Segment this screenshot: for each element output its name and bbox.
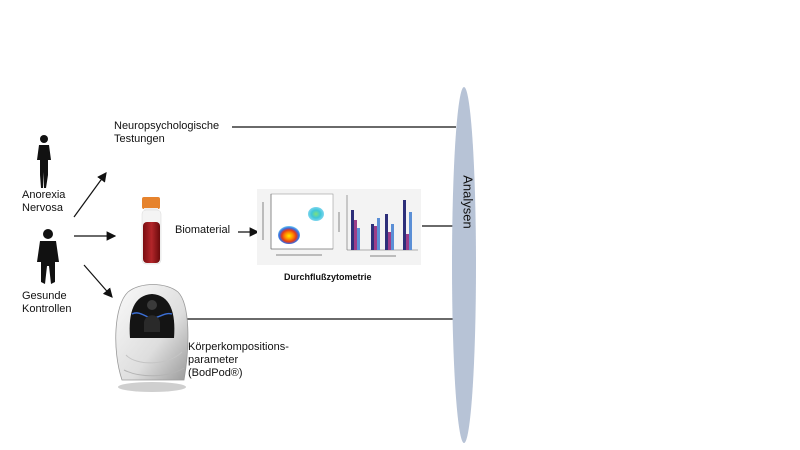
label-anorexia: Anorexia Nervosa: [22, 189, 65, 215]
label-neuro: Neuropsychologische Testungen: [114, 120, 219, 146]
label-bodpod-line2: parameter: [188, 354, 239, 366]
label-neuro-line2: Testungen: [114, 133, 165, 145]
arrow-to-bodpod: [83, 264, 113, 298]
label-flow-cytometry: Durchflußzytometrie: [284, 272, 372, 282]
flow-cytometry-plot-icon: [262, 193, 334, 256]
person-anorexia-icon: [37, 135, 51, 188]
label-anorexia-line2: Nervosa: [22, 202, 63, 214]
arrow-to-neuro: [73, 172, 107, 218]
label-biomaterial: Biomaterial: [175, 224, 231, 236]
bar-chart-icon: [338, 195, 418, 257]
label-bodpod: Körperkompositions- parameter (BodPod®): [188, 341, 289, 380]
bodpod-device-icon: [115, 284, 189, 392]
label-bodpod-line3: (BodPod®): [188, 367, 243, 379]
label-controls: Gesunde Kontrollen: [22, 290, 72, 316]
label-neuro-line1: Neuropsychologische: [114, 120, 220, 132]
flow-cytometry-panel: [257, 189, 421, 265]
label-analysis: Analysen: [460, 175, 476, 229]
label-controls-line1: Gesunde: [22, 290, 67, 302]
analysis-lens: [452, 87, 476, 443]
label-controls-line2: Kontrollen: [22, 303, 72, 315]
person-control-icon: [37, 229, 59, 284]
blood-tube-icon: [141, 197, 162, 265]
label-anorexia-line1: Anorexia: [22, 189, 66, 201]
label-bodpod-line1: Körperkompositions-: [188, 341, 289, 353]
